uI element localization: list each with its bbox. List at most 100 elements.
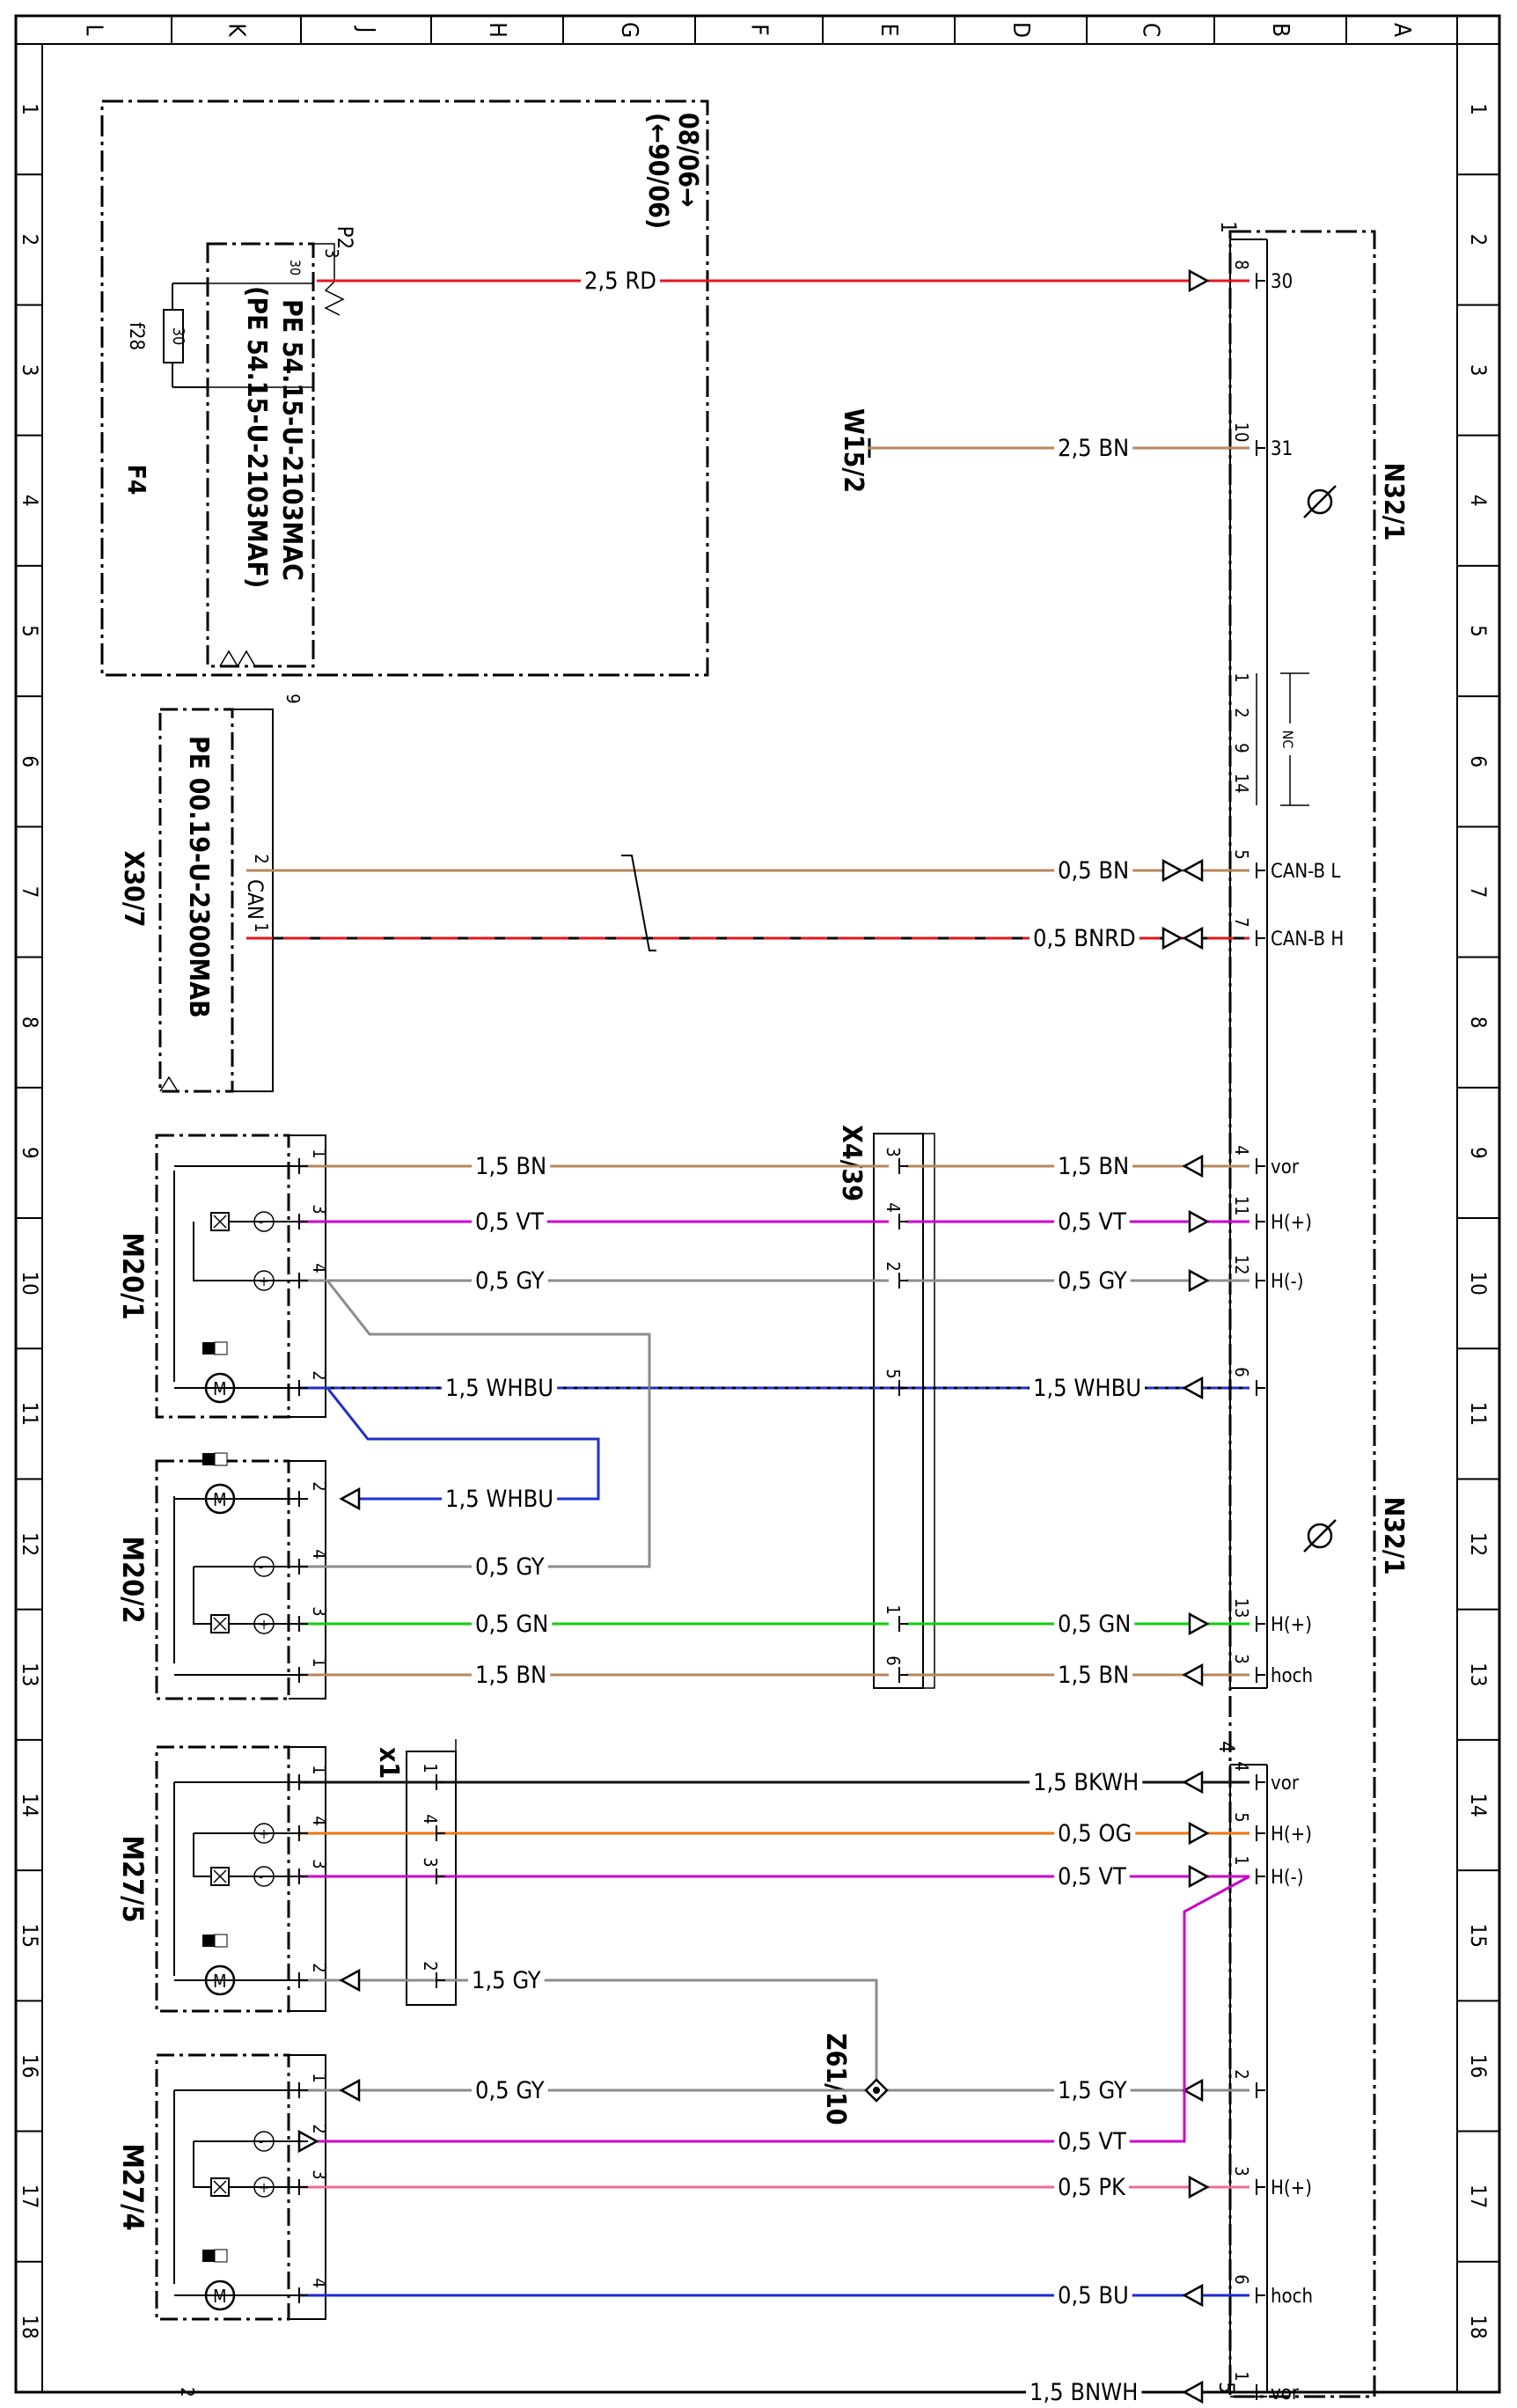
row-label-right: 1 <box>1466 103 1491 115</box>
arrow-marker <box>1162 858 1184 883</box>
pin-terminal <box>1256 2179 1265 2195</box>
nc-pin: 1 <box>1231 672 1252 682</box>
wire-label: 0,5 VT <box>475 1208 544 1236</box>
wire-label: 1,5 BN <box>475 1153 546 1180</box>
pin-terminal <box>298 1825 308 1841</box>
motor-pin-number: 3 <box>309 1606 330 1616</box>
wire-label: 2,5 RD <box>584 268 656 295</box>
connector-pin-number: 5 <box>883 1369 904 1378</box>
control-unit-corner-1: 1 <box>1216 221 1241 233</box>
row-label-right: 5 <box>1466 625 1491 637</box>
pin-terminal <box>1256 1825 1265 1841</box>
row-label-right: 6 <box>1466 755 1491 767</box>
pin-terminal <box>298 1972 308 1988</box>
wire-label: 1,5 WHBU <box>445 1486 553 1513</box>
arrow-marker <box>1188 2175 1210 2199</box>
control-unit-n32 <box>1228 230 1376 2398</box>
nc-pin: 9 <box>1231 743 1252 752</box>
plug-p2-label: P2 <box>333 226 357 250</box>
wire-label: 0,5 VT <box>1058 2128 1126 2155</box>
pin-terminal <box>1256 273 1265 289</box>
control-pin-number: 6 <box>1231 2274 1252 2284</box>
row-label-right: 18 <box>1466 2315 1491 2338</box>
can-pin-2: 2 <box>251 854 272 863</box>
pin-terminal <box>298 2179 308 2195</box>
wire-label: 1,5 BN <box>1058 1662 1129 1689</box>
pin-terminal <box>1256 440 1265 456</box>
connector-pin-number: 3 <box>420 1857 441 1867</box>
row-label-left: 7 <box>18 886 42 899</box>
pin-terminal <box>1256 863 1265 878</box>
column-label: E <box>876 24 902 37</box>
fuse-box-f4-title: F4 <box>122 465 151 496</box>
arrow-marker <box>1188 1209 1210 1234</box>
validity-b: (←90/06) <box>642 113 673 229</box>
pin-terminal <box>298 2082 308 2098</box>
motor-pin-number: 4 <box>309 2278 330 2287</box>
can-connector-ref: PE 00.19-U-2300MAB <box>183 736 214 1018</box>
row-label-left: 10 <box>18 1271 42 1295</box>
control-pin-name: vor <box>1271 1156 1300 1178</box>
wire-label: 1,5 BKWH <box>1033 1769 1139 1796</box>
control-unit-corner-4: 4 <box>1214 1741 1239 1753</box>
pin-terminal <box>898 1273 908 1288</box>
control-unit-title-b: N32/1 <box>1378 1497 1409 1575</box>
arrow-marker <box>1182 2078 1204 2103</box>
wire-label: 0,5 GY <box>475 1553 545 1581</box>
row-label-left: 8 <box>18 1017 42 1029</box>
motor-m20-2: M20/2M-+ <box>116 1452 326 1700</box>
control-pin-number: 4 <box>1231 1145 1252 1155</box>
connector-pin-number: 6 <box>883 1656 904 1665</box>
connector-pin-number: 2 <box>420 1961 441 1971</box>
pin-terminal <box>1256 1158 1265 1174</box>
row-label-right: 17 <box>1466 2184 1491 2208</box>
pin-terminal <box>298 1559 308 1575</box>
connector-x1-title: x1 <box>373 1747 404 1779</box>
control-pin-number: 13 <box>1231 1598 1252 1619</box>
nc-pin: 14 <box>1231 774 1252 794</box>
motor-pin-number: 3 <box>309 2169 330 2179</box>
arrow-marker <box>1162 926 1184 951</box>
arrow-marker <box>1188 268 1210 293</box>
wire-label: 0,5 BNRD <box>1033 925 1136 952</box>
connector-x4-39 <box>873 1133 935 1689</box>
pin-terminal <box>1256 2287 1265 2303</box>
connector-pin-number: 4 <box>883 1202 904 1212</box>
row-label-left: 6 <box>18 755 42 767</box>
nc-label: NC <box>1279 730 1296 749</box>
row-label-right: 7 <box>1466 886 1491 899</box>
column-label: J <box>353 26 379 33</box>
row-label-left: 2 <box>18 233 42 246</box>
wire-label: 2,5 BN <box>1058 435 1129 462</box>
pin-terminal <box>298 2133 308 2149</box>
fuse-box-f4 <box>100 99 709 677</box>
control-pin-name: H(+) <box>1271 1212 1312 1234</box>
column-label: F <box>746 24 773 35</box>
pin-terminal <box>1256 1380 1265 1396</box>
column-label: C <box>1138 23 1164 37</box>
pin-terminal <box>1256 1616 1265 1632</box>
motor-pin-number: 2 <box>309 2124 330 2133</box>
pin-terminal <box>898 1158 908 1174</box>
pin-terminal <box>898 1616 908 1632</box>
pin-terminal <box>298 2287 308 2303</box>
fuse-ref-1: PE 54.15-U-2103MAC <box>276 299 307 581</box>
connector-pin-number: 1 <box>420 1763 441 1773</box>
pin-terminal <box>298 1380 308 1396</box>
control-pin-number: 11 <box>1231 1196 1252 1216</box>
row-label-left: 15 <box>18 1923 42 1947</box>
motor-title: M27/5 <box>116 1835 150 1922</box>
arrow-marker <box>1182 1154 1204 1178</box>
wire-label: 0,5 GN <box>475 1611 548 1638</box>
arrow-marker <box>339 1968 361 1993</box>
control-pin-name: H(+) <box>1271 1614 1312 1636</box>
pin-terminal <box>898 1214 908 1230</box>
control-pin-number: 3 <box>1231 2166 1252 2176</box>
motor-pin-number: 4 <box>309 1263 330 1273</box>
arrow-marker <box>1182 1663 1204 1687</box>
wire-label: 1,5 WHBU <box>445 1375 553 1402</box>
row-label-right: 2 <box>1466 233 1491 246</box>
arrow-marker <box>1182 2380 1204 2404</box>
